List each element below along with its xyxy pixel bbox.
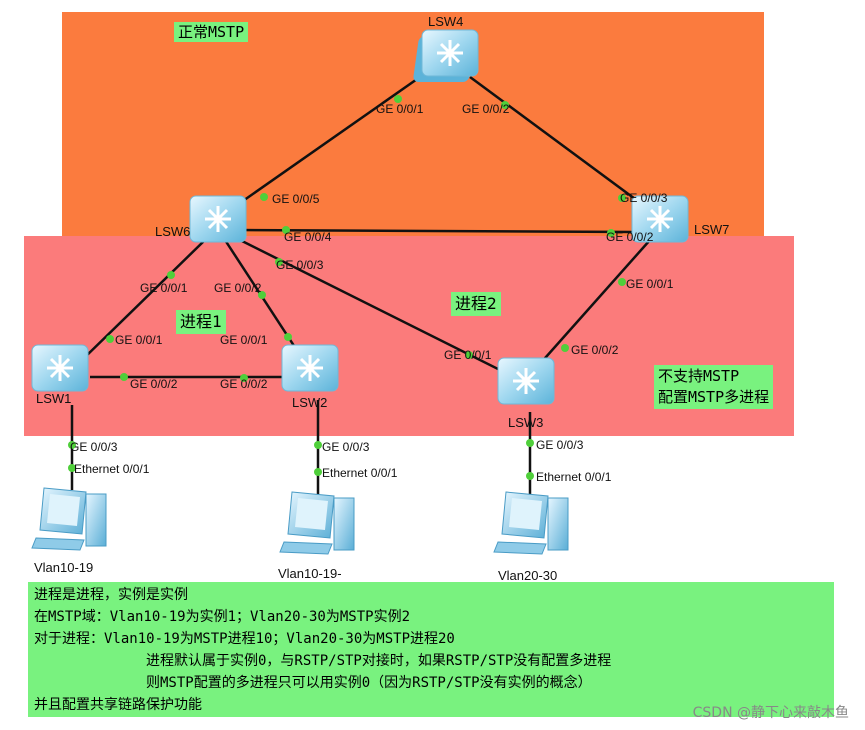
note-line: 则MSTP配置的多进程只可以用实例0（因为RSTP/STP没有实例的概念） — [146, 675, 592, 691]
link-lsw4-lsw7 — [469, 75, 651, 212]
link-lsw7-lsw3 — [529, 239, 651, 376]
port-label: GE 0/0/2 — [606, 230, 654, 244]
device-label-lsw3: LSW3 — [508, 415, 544, 430]
port-label: GE 0/0/1 — [626, 277, 674, 291]
port-dot — [284, 333, 292, 341]
pc-label-2: Vlan10-19- — [278, 566, 342, 581]
device-label-lsw7: LSW7 — [694, 222, 730, 237]
port-label: GE 0/0/4 — [284, 230, 332, 244]
port-dot — [314, 441, 322, 449]
port-label: Ethernet 0/0/1 — [536, 470, 612, 484]
note-line: 并且配置共享链路保护功能 — [34, 697, 202, 713]
port-label: GE 0/0/2 — [571, 343, 619, 357]
link-lsw6-lsw1 — [81, 239, 206, 361]
switch-icon-lsw7 — [631, 195, 689, 243]
watermark: CSDN @静下心来敲木鱼 — [692, 705, 849, 721]
port-dot — [561, 344, 569, 352]
port-label: GE 0/0/1 — [140, 281, 188, 295]
port-dot — [68, 441, 76, 449]
switch-icon-lsw2 — [281, 344, 339, 392]
port-label: GE 0/0/2 — [462, 102, 510, 116]
pc-label-3: Vlan20-30 — [498, 568, 558, 583]
explanation-note: 进程是进程，实例是实例 在MSTP域：Vlan10-19为实例1；Vlan20-… — [28, 582, 834, 717]
switch-icon-lsw4 — [413, 29, 479, 82]
port-dot — [240, 374, 248, 382]
port-label: Ethernet 0/0/1 — [322, 466, 398, 480]
switch-icon-lsw3 — [497, 357, 555, 405]
port-label: GE 0/0/2 — [214, 281, 262, 295]
port-label: GE 0/0/3 — [536, 438, 584, 452]
port-dot — [314, 468, 322, 476]
link-lsw6-lsw7 — [239, 228, 646, 234]
port-label: GE 0/0/1 — [220, 333, 268, 347]
port-dot — [501, 101, 509, 109]
port-dot — [618, 278, 626, 286]
port-dot — [258, 291, 266, 299]
note-line: 对于进程：Vlan10-19为MSTP进程10；Vlan20-30为MSTP进程… — [34, 631, 455, 647]
port-dot — [526, 439, 534, 447]
port-dot — [526, 472, 534, 480]
port-label: Ethernet 0/0/1 — [74, 462, 150, 476]
device-label-lsw2: LSW2 — [292, 395, 328, 410]
device-label-lsw4: LSW4 — [428, 14, 464, 29]
device-label-lsw1: LSW1 — [36, 391, 72, 406]
port-dot — [282, 226, 290, 234]
port-dot — [106, 335, 114, 343]
link-lsw6-lsw3 — [239, 238, 511, 377]
port-dot — [68, 464, 76, 472]
port-label: GE 0/0/3 — [70, 440, 118, 454]
port-dot — [465, 351, 473, 359]
device-label-lsw6: LSW6 — [155, 224, 191, 239]
mstp-region-label: 正常MSTP — [174, 22, 249, 42]
port-dot — [394, 95, 402, 103]
port-label: GE 0/0/5 — [272, 192, 320, 206]
unsupported-label: 不支持MSTP 配置MSTP多进程 — [654, 365, 774, 409]
port-dot — [618, 194, 626, 202]
port-dot — [167, 271, 175, 279]
pc-icon-1 — [31, 487, 107, 551]
note-line: 在MSTP域：Vlan10-19为实例1；Vlan20-30为MSTP实例2 — [34, 609, 411, 625]
pc-icon-3 — [493, 491, 569, 555]
port-label: GE 0/0/2 — [220, 377, 268, 391]
port-label: GE 0/0/3 — [276, 258, 324, 272]
port-dot — [607, 229, 615, 237]
note-line: 进程是进程，实例是实例 — [34, 587, 188, 603]
port-label: GE 0/0/1 — [444, 348, 492, 362]
link-lsw4-lsw6 — [229, 75, 421, 212]
process1-label: 进程1 — [176, 310, 226, 334]
port-dot — [275, 258, 283, 266]
process2-label: 进程2 — [451, 292, 501, 316]
pc-icon-2 — [279, 491, 355, 555]
port-label: GE 0/0/3 — [620, 191, 668, 205]
port-label: GE 0/0/1 — [376, 102, 424, 116]
pc-label-1: Vlan10-19 — [34, 560, 94, 575]
port-dot — [120, 373, 128, 381]
note-line: 进程默认属于实例0，与RSTP/STP对接时，如果RSTP/STP没有配置多进程 — [146, 653, 612, 669]
port-label: GE 0/0/1 — [115, 333, 163, 347]
port-label: GE 0/0/3 — [322, 440, 370, 454]
switch-icon-lsw6 — [189, 195, 247, 243]
port-dot — [260, 193, 268, 201]
switch-icon-lsw1 — [31, 344, 89, 392]
port-label: GE 0/0/2 — [130, 377, 178, 391]
